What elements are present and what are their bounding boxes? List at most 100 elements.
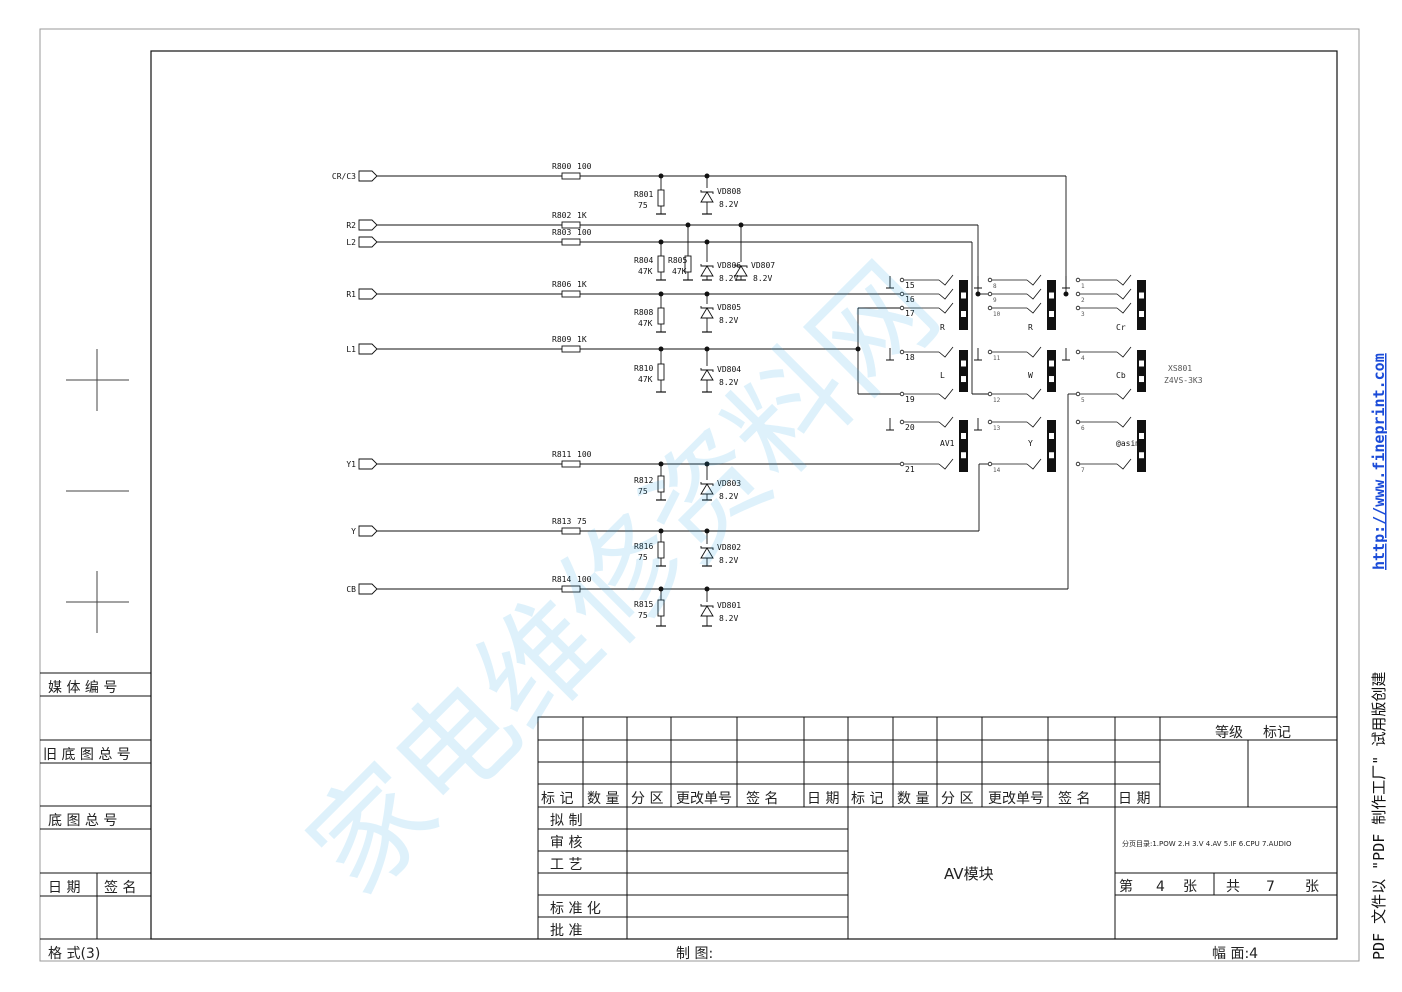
rev-header: 数 量: [587, 791, 619, 807]
pin-number: 20: [905, 423, 915, 432]
port-label: R2: [346, 221, 356, 230]
zener-bar: [700, 264, 714, 268]
role-label: 工 艺: [550, 857, 582, 873]
resistor-ref: R814: [552, 575, 571, 584]
port-arrow: [358, 343, 378, 355]
drawing-no-label: 底 图 总 号: [48, 813, 117, 829]
jack-window: [1049, 360, 1054, 367]
pin-number: 7: [1081, 467, 1085, 474]
pin: [1075, 277, 1081, 283]
spring-contact: [938, 274, 954, 286]
format-label: 格 式(3): [48, 946, 100, 962]
resistor-value: 100: [577, 575, 592, 584]
resistor-ref: R809: [552, 335, 571, 344]
rev-header: 日 期: [807, 791, 839, 807]
zener-symbol: [700, 483, 714, 495]
pin: [987, 391, 993, 397]
pin-number: 3: [1081, 311, 1085, 318]
pin: [899, 391, 905, 397]
shunt-resistor: [657, 475, 665, 493]
revision-headers: 标 记数 量分 区更改单号签 名日 期标 记数 量分 区更改单号签 名日 期: [541, 790, 1150, 807]
zener-symbol: [700, 547, 714, 559]
zener-ref: VD805: [717, 303, 741, 312]
watermark: 家电维修资料网: [282, 238, 964, 920]
zener-ref: VD808: [717, 187, 741, 196]
jack-label: Cb: [1116, 371, 1126, 380]
zener-value: 8.2V: [753, 274, 772, 283]
spring-contact: [1026, 302, 1042, 314]
level-label: 等级: [1215, 724, 1243, 741]
spring-contact: [1026, 458, 1042, 470]
drawn-by-label: 制 图:: [676, 946, 713, 962]
jack-body: [959, 350, 968, 392]
side-credit-prefix: PDF 文件以 "PDF 制作工厂" 试用版创建: [1370, 672, 1388, 960]
jack-window: [1049, 433, 1054, 439]
shunt-resistor: [657, 363, 665, 381]
jack-window: [1049, 292, 1054, 299]
old-drawing-no-label: 旧 底 图 总 号: [43, 747, 131, 763]
total-sheets: 7: [1266, 879, 1275, 895]
resistor-ref: R810: [634, 364, 653, 373]
port-arrow: [358, 288, 378, 300]
pin: [1075, 461, 1081, 467]
registration-marks: [66, 349, 129, 633]
date-label: 日 期: [48, 880, 80, 896]
zener-symbol: [700, 605, 714, 617]
zener-symbol: [734, 265, 748, 277]
sheet-no-prefix: 第: [1119, 878, 1133, 895]
shunt-resistor: [657, 599, 665, 617]
resistor-value: 75: [638, 553, 648, 562]
jack-label: R: [1028, 323, 1033, 332]
jack-body: [1137, 420, 1146, 472]
pin-number: 6: [1081, 425, 1085, 432]
series-resistor: [561, 172, 581, 180]
sheet-size-label: 幅 面:4: [1212, 946, 1258, 962]
jack-window: [1139, 311, 1144, 317]
zener-value: 8.2V: [719, 200, 738, 209]
jack-body: [1047, 350, 1056, 392]
jack-label: Y: [1028, 439, 1033, 448]
jack-ground: [1062, 348, 1070, 361]
pin-number: 17: [905, 309, 915, 318]
jack-label: L: [940, 371, 945, 380]
spring-contact: [1026, 416, 1042, 428]
spring-contact: [1116, 288, 1132, 300]
jack-window: [1139, 292, 1144, 299]
zener-bar: [734, 264, 748, 268]
jack-window: [961, 433, 966, 439]
jack-ground: [886, 348, 894, 361]
connector-part: Z4VS-3K3: [1164, 376, 1203, 385]
spring-contact: [1116, 388, 1132, 400]
pin-number: 10: [993, 311, 1001, 318]
jack-window: [961, 311, 966, 317]
series-resistor: [561, 238, 581, 246]
shunt-resistor: [684, 255, 692, 273]
rev-header: 签 名: [1058, 790, 1090, 807]
resistor-ref: R805: [668, 256, 687, 265]
port-arrow: [358, 583, 378, 595]
resistor-ref: R802: [552, 211, 571, 220]
pin: [987, 277, 993, 283]
side-credit-url[interactable]: http://www.fineprint.com: [1370, 353, 1388, 570]
pin: [987, 461, 993, 467]
resistor-ref: R816: [634, 542, 653, 551]
pin: [899, 461, 905, 467]
pin-number: 15: [905, 281, 915, 290]
jack-label: W: [1028, 371, 1033, 380]
zener-bar: [700, 306, 714, 310]
resistor-value: 47K: [672, 267, 687, 276]
spring-contact: [938, 346, 954, 358]
resistor-ref: R812: [634, 476, 653, 485]
connector-xs801: 151617181920218910111213141234567RLAV1RW…: [886, 274, 1146, 474]
outer-frame: [39, 28, 1360, 962]
pin-number: 16: [905, 295, 915, 304]
resistor-value: 75: [638, 611, 648, 620]
rev-header: 分 区: [631, 791, 663, 807]
role-label: 批 准: [550, 923, 582, 939]
spring-contact: [938, 388, 954, 400]
zener-value: 8.2V: [719, 274, 738, 283]
rev-header: 标 记: [541, 791, 573, 807]
